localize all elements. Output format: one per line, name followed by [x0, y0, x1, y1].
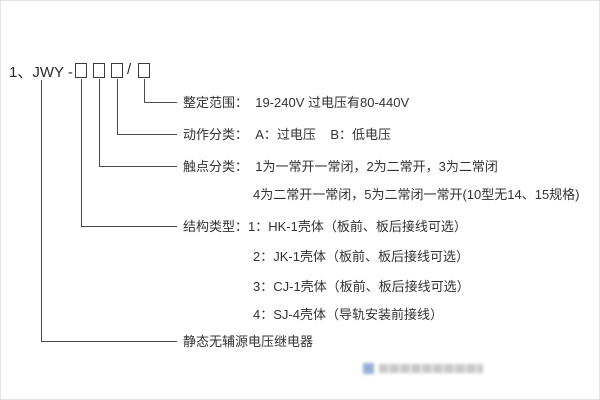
- label-structure-line3: 3：CJ-1壳体（板前、板后接线可选）: [253, 279, 470, 294]
- watermark-text-blur: [379, 363, 483, 373]
- connector-line: [117, 79, 118, 134]
- label-relay-name: 静态无辅源电压继电器: [183, 334, 314, 349]
- model-prefix: 1、JWY -: [9, 64, 78, 81]
- label-action-class: 动作分类： A：过电压 B：低电压: [183, 127, 392, 142]
- connector-line: [117, 134, 177, 135]
- label-contact-class-line2: 4为二常开一常闭，5为二常闭一常开(10型无14、15规格): [253, 187, 580, 202]
- connector-line: [99, 79, 100, 166]
- connector-line: [144, 79, 145, 102]
- code-box-setting-range: [138, 63, 150, 78]
- slash-separator: /: [127, 61, 132, 78]
- label-structure-line2: 2：JK-1壳体（板前、板后接线可选）: [253, 249, 469, 264]
- code-box-action-class: [111, 63, 123, 78]
- label-contact-class-line1: 触点分类： 1为一常开一常闭，2为二常开，3为二常闭: [183, 159, 498, 174]
- code-box-structure-type: [75, 63, 87, 78]
- code-box-contact-class: [93, 63, 105, 78]
- connector-line: [81, 79, 82, 226]
- label-structure-line1: 结构类型：1：HK-1壳体（板前、板后接线可选）: [183, 219, 467, 234]
- connector-line: [41, 341, 177, 342]
- connector-line: [81, 226, 177, 227]
- label-setting-range: 整定范围： 19-240V 过电压有80-440V: [183, 95, 410, 110]
- label-structure-line4: 4：SJ-4壳体（导轨安装前接线）: [253, 307, 443, 322]
- connector-line: [41, 80, 42, 341]
- connector-line: [99, 166, 177, 167]
- watermark: [363, 359, 503, 377]
- connector-line: [144, 102, 177, 103]
- watermark-logo-icon: [363, 362, 374, 374]
